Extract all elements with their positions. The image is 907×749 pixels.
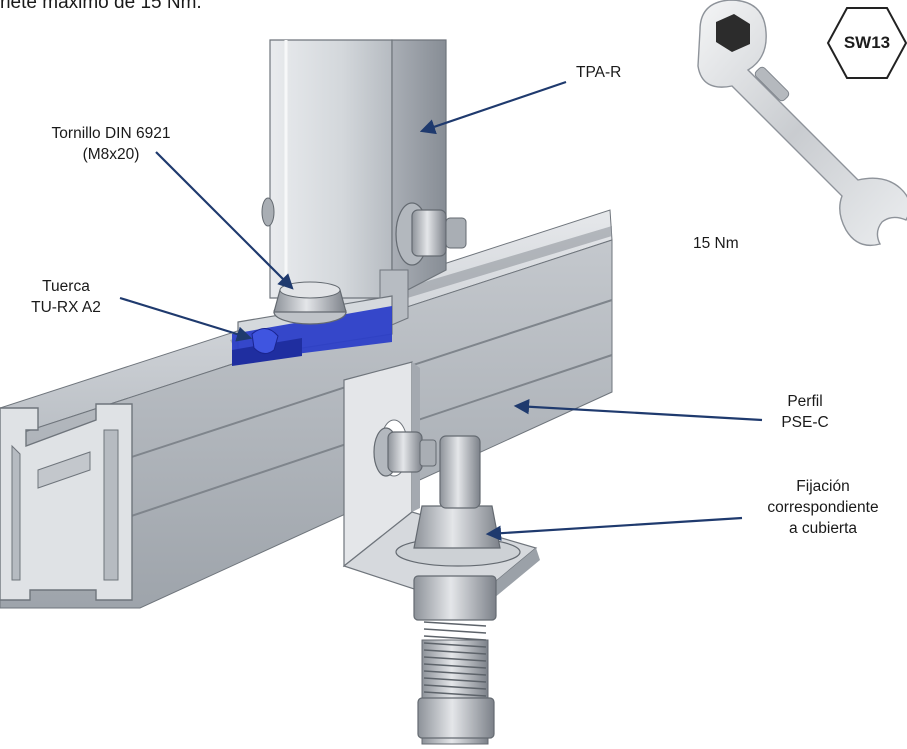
thread-line: [423, 677, 487, 683]
arrow-perfil: [513, 399, 763, 422]
label-tuerca: Tuerca TU-RX A2: [22, 276, 110, 318]
label-tornillo-line-1: Tornillo DIN 6921: [51, 125, 171, 142]
leader-arrows: [119, 80, 763, 541]
label-tornillo-line-2: (M8x20): [82, 146, 140, 163]
arrow-tornillo: [155, 151, 294, 290]
thread-line: [423, 649, 487, 655]
label-fijacion-line-3: a cubierta: [788, 520, 858, 537]
torque-label: 15 Nm: [693, 233, 739, 254]
post-side-bolt: [261, 197, 467, 266]
torque-text: 15 Nm: [693, 235, 739, 252]
thread-line: [423, 628, 487, 634]
thread-line: [423, 663, 487, 669]
thread-line: [423, 684, 487, 690]
intro-text: riete máximo de 15 Nm.: [0, 0, 202, 13]
arrow-fijacion: [485, 516, 743, 541]
hex-badge-shape: [826, 7, 907, 79]
label-tuerca-line-2: TU-RX A2: [31, 299, 101, 316]
label-tpa-r-text: TPA-R: [576, 64, 622, 81]
tool-size-text: SW13: [843, 33, 891, 52]
label-perfil-line-2: PSE-C: [781, 414, 829, 431]
thread-line: [423, 670, 487, 676]
thread-line: [423, 642, 487, 648]
label-perfil-line-1: Perfil: [787, 393, 823, 410]
thread-line: [423, 621, 487, 627]
label-tuerca-line-1: Tuerca: [42, 278, 90, 295]
label-tornillo: Tornillo DIN 6921 (M8x20): [36, 123, 186, 165]
label-perfil: Perfil PSE-C: [770, 391, 840, 433]
label-fijacion: Fijación correspondiente a cubierta: [748, 476, 898, 539]
thread-line: [423, 635, 487, 641]
label-tpa-r: TPA-R: [576, 62, 621, 83]
tool-size-badge: SW13: [828, 8, 906, 78]
arrow-tpa: [419, 80, 567, 135]
arrow-tuerca: [119, 296, 253, 342]
wrench-icon: [697, 0, 907, 247]
label-fijacion-line-1: Fijación: [796, 478, 850, 495]
label-fijacion-line-2: correspondiente: [767, 499, 879, 516]
threaded-rod: [395, 435, 521, 745]
tuerca-nut-assembly: [232, 281, 393, 366]
thread-line: [423, 656, 487, 662]
thread-line: [423, 691, 487, 697]
